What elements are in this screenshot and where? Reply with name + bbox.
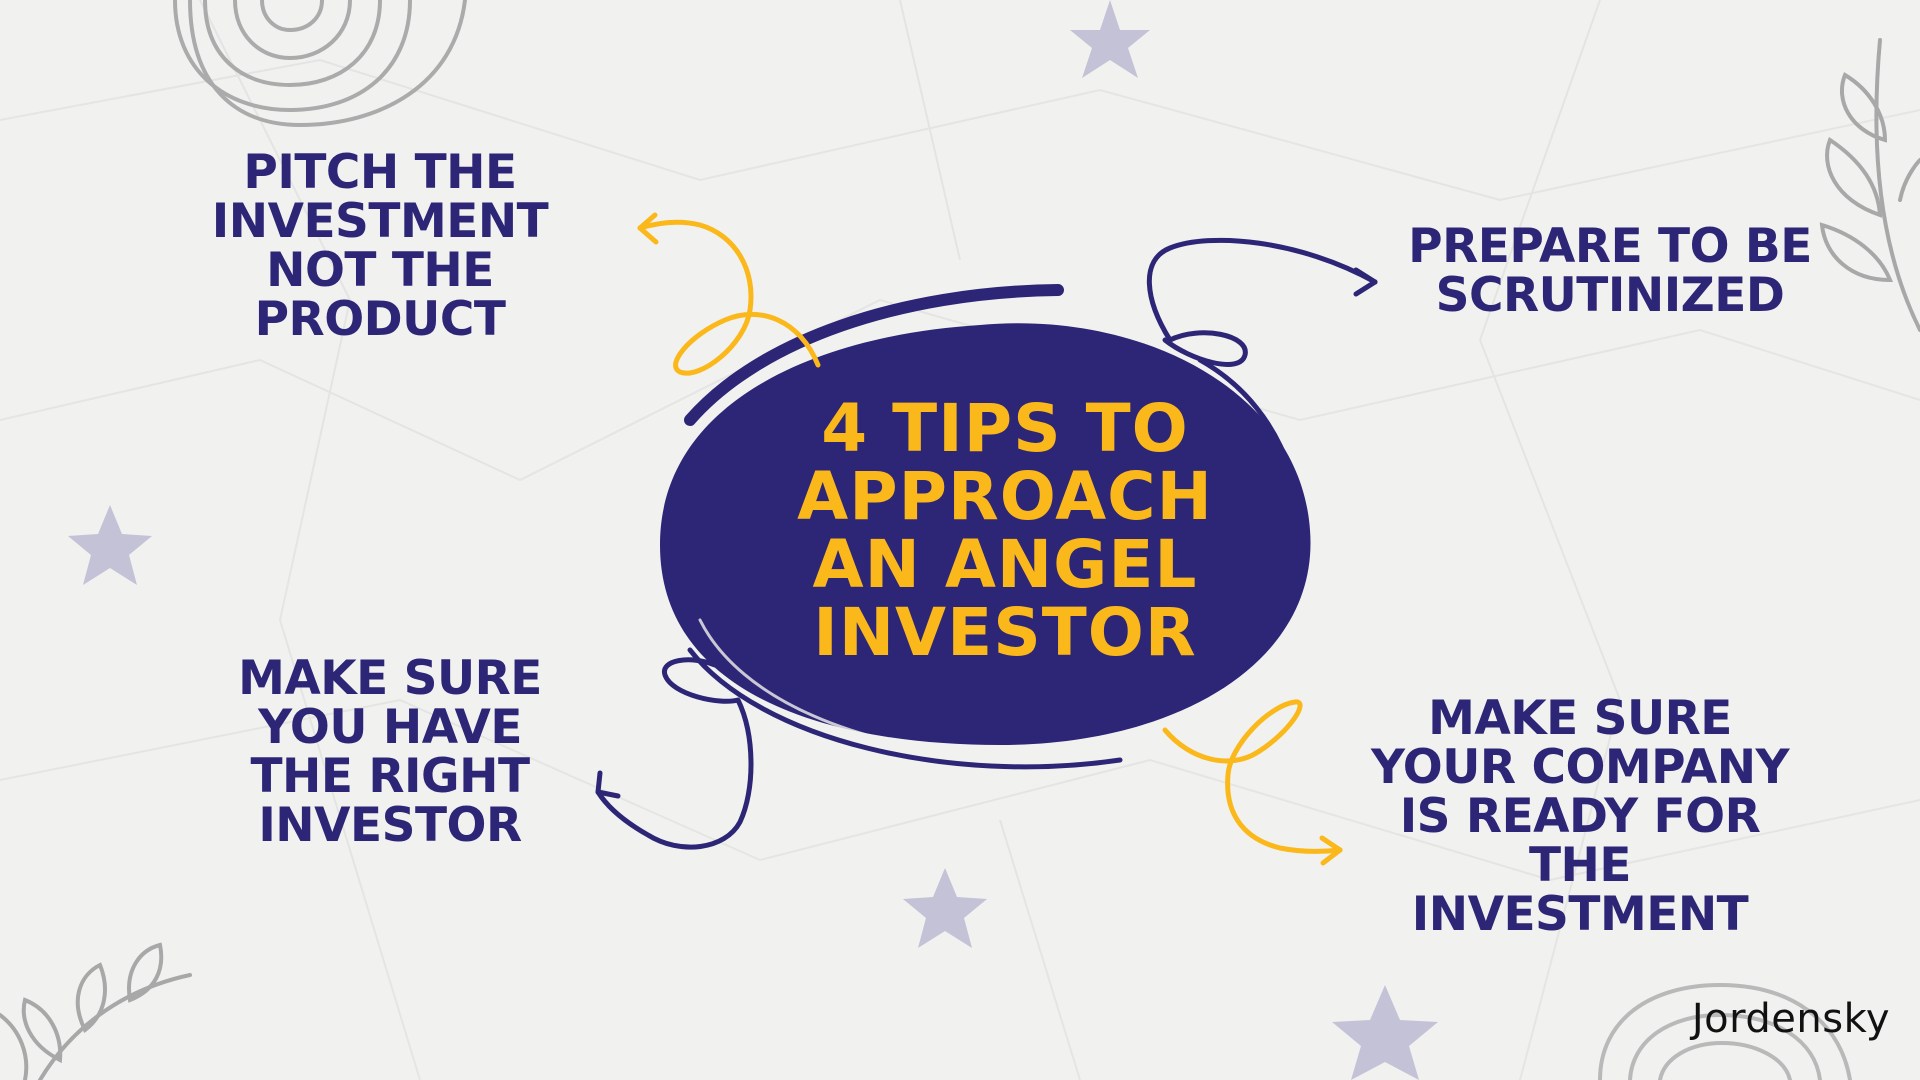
center-blob [660, 284, 1311, 770]
tip-text-line: THE [1528, 838, 1632, 893]
tip-text-line: IS READY FOR [1399, 789, 1761, 844]
center-title-line: INVESTOR [813, 594, 1197, 671]
tip-right-investor: MAKE SURE YOU HAVE THE RIGHT INVESTOR [190, 654, 590, 850]
star-icon [68, 505, 152, 585]
star-icon [1332, 985, 1438, 1080]
tip-pitch-investment: PITCH THE INVESTMENT NOT THE PRODUCT [175, 148, 585, 344]
star-icon [1070, 0, 1150, 78]
leaf-branch-icon [0, 942, 192, 1080]
tip-prepare-scrutinized: PREPARE TO BE SCRUTINIZED [1375, 222, 1845, 320]
tip-text-line: INVESTMENT [1411, 887, 1749, 942]
spiral-icon [173, 0, 467, 128]
brand-signature: Jordensky [1691, 996, 1890, 1042]
tip-text-line: PITCH THE [243, 145, 517, 200]
curly-arrow-icon [595, 657, 754, 850]
tip-text-line: THE RIGHT [250, 749, 530, 804]
curly-arrow-icon [637, 212, 821, 376]
tip-text-line: INVESTOR [258, 798, 522, 853]
center-title-line: APPROACH [797, 458, 1213, 535]
tip-text-line: INVESTMENT [211, 194, 549, 249]
tip-text-line: PREPARE TO BE [1408, 219, 1812, 274]
tip-text-line: NOT THE [266, 243, 494, 298]
tip-text-line: SCRUTINIZED [1435, 268, 1785, 323]
tip-company-ready: MAKE SURE YOUR COMPANY IS READY FOR THE … [1325, 694, 1835, 939]
spiral-icon [1598, 982, 1852, 1080]
tip-text-line: MAKE SURE [1428, 691, 1732, 746]
tip-text-line: PRODUCT [254, 292, 506, 347]
leaf-branch-icon [1819, 38, 1920, 332]
center-title: 4 TIPS TO APPROACH AN ANGEL INVESTOR [735, 395, 1275, 667]
tip-text-line: YOUR COMPANY [1370, 740, 1790, 795]
center-title-line: AN ANGEL [812, 526, 1198, 603]
tip-text-line: YOU HAVE [258, 700, 522, 755]
curly-arrow-icon [1162, 699, 1343, 866]
center-title-line: 4 TIPS TO [821, 390, 1189, 467]
curly-arrow-icon [1146, 237, 1378, 367]
star-icon [903, 868, 987, 948]
tip-text-line: MAKE SURE [238, 651, 542, 706]
